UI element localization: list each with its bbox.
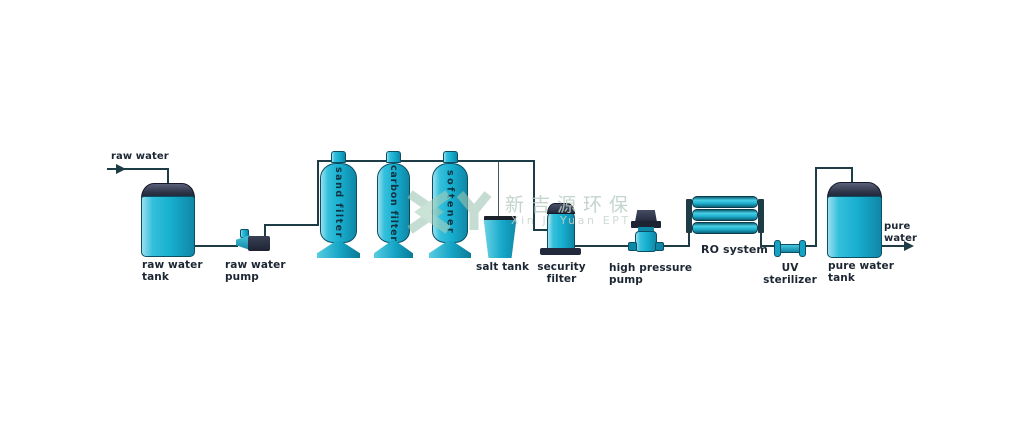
- raw-water-tank-label: raw water tank: [142, 259, 203, 284]
- raw-inlet-arrow-icon: [116, 164, 126, 174]
- pipe-top-manifold: [317, 160, 535, 162]
- security-filter: [540, 203, 581, 255]
- ro-manifold-left: [686, 199, 692, 233]
- ro-system-label: RO system: [701, 243, 768, 256]
- raw-water-pump-label: raw water pump: [225, 259, 286, 284]
- ro-system: [684, 195, 766, 237]
- pipe-tank-outlet: [193, 245, 238, 247]
- pure-water-tank: [827, 182, 882, 258]
- pipe-security-drop: [533, 160, 535, 231]
- pipe-pump-riser: [264, 224, 266, 239]
- raw-water-in-label: raw water: [111, 151, 169, 162]
- high-pressure-pump-port-left: [628, 242, 637, 251]
- raw-water-tank-body: [141, 196, 195, 257]
- pipe-pure-outlet: [879, 245, 908, 247]
- uv-sterilizer: [774, 240, 806, 257]
- ro-manifold-right: [758, 199, 764, 233]
- pipe-pure-tank-drop: [851, 168, 853, 186]
- salt-tank: [483, 216, 517, 258]
- carbon-filter: carbon filter: [374, 151, 413, 259]
- softener-base: [429, 241, 471, 258]
- salt-tank-body: [483, 220, 517, 258]
- pipe-salt-branch: [498, 162, 499, 218]
- pipe-uv-riser: [815, 167, 817, 247]
- softener-label: softener: [444, 170, 456, 236]
- ro-membrane-vessel-2: [692, 209, 758, 221]
- high-pressure-pump: [628, 210, 664, 252]
- pipe-pump-discharge: [264, 224, 319, 226]
- sand-filter: sand filter: [317, 151, 360, 259]
- uv-sterilizer-label: UV sterilizer: [763, 262, 817, 287]
- uv-sterilizer-flange-left: [774, 240, 781, 257]
- pipe-uv-feed: [760, 245, 779, 247]
- pure-water-out-label: pure water: [884, 221, 917, 244]
- sand-filter-label: sand filter: [333, 167, 344, 239]
- pipe-raw-drop: [167, 169, 169, 185]
- high-pressure-pump-motor: [635, 210, 657, 222]
- carbon-filter-body: carbon filter: [377, 163, 410, 243]
- pure-outlet-arrow-icon: [904, 241, 914, 251]
- ro-membrane-vessel-3: [692, 222, 758, 234]
- security-filter-base: [540, 248, 581, 255]
- sand-filter-cap: [331, 151, 346, 163]
- high-pressure-pump-label: high pressure pump: [609, 262, 693, 287]
- pipe-top-right: [815, 167, 853, 169]
- pipe-uv-outlet: [802, 245, 817, 247]
- softener: softener: [429, 151, 471, 259]
- pure-water-tank-label: pure water tank: [828, 260, 895, 285]
- carbon-filter-label: carbon filter: [388, 164, 399, 242]
- pipe-raw-inlet: [107, 168, 169, 170]
- raw-water-pump-inlet-cone: [236, 235, 250, 250]
- salt-tank-lid: [484, 216, 516, 221]
- pipe-sand-riser: [317, 161, 319, 226]
- security-filter-label: security filter: [537, 261, 586, 286]
- uv-sterilizer-flange-right: [799, 240, 806, 257]
- salt-tank-label: salt tank: [476, 261, 530, 273]
- high-pressure-pump-flange-top: [631, 221, 661, 228]
- softener-cap: [443, 151, 458, 163]
- raw-water-pump: [236, 229, 270, 252]
- raw-water-pump-motor: [248, 236, 270, 251]
- high-pressure-pump-port-right: [655, 242, 664, 251]
- security-filter-dome: [547, 203, 575, 214]
- raw-water-tank: [141, 183, 195, 257]
- pipe-security-inlet: [533, 229, 550, 231]
- high-pressure-pump-neck: [638, 227, 654, 233]
- carbon-filter-cap: [386, 151, 401, 163]
- carbon-filter-base: [374, 241, 413, 258]
- sand-filter-body: sand filter: [320, 163, 357, 243]
- ro-membrane-vessel-1: [692, 196, 758, 208]
- sand-filter-base: [317, 241, 360, 258]
- pipe-ro-right-drop: [760, 228, 762, 247]
- high-pressure-pump-body: [635, 231, 657, 252]
- pure-water-tank-body: [827, 196, 882, 258]
- softener-body: softener: [432, 163, 468, 243]
